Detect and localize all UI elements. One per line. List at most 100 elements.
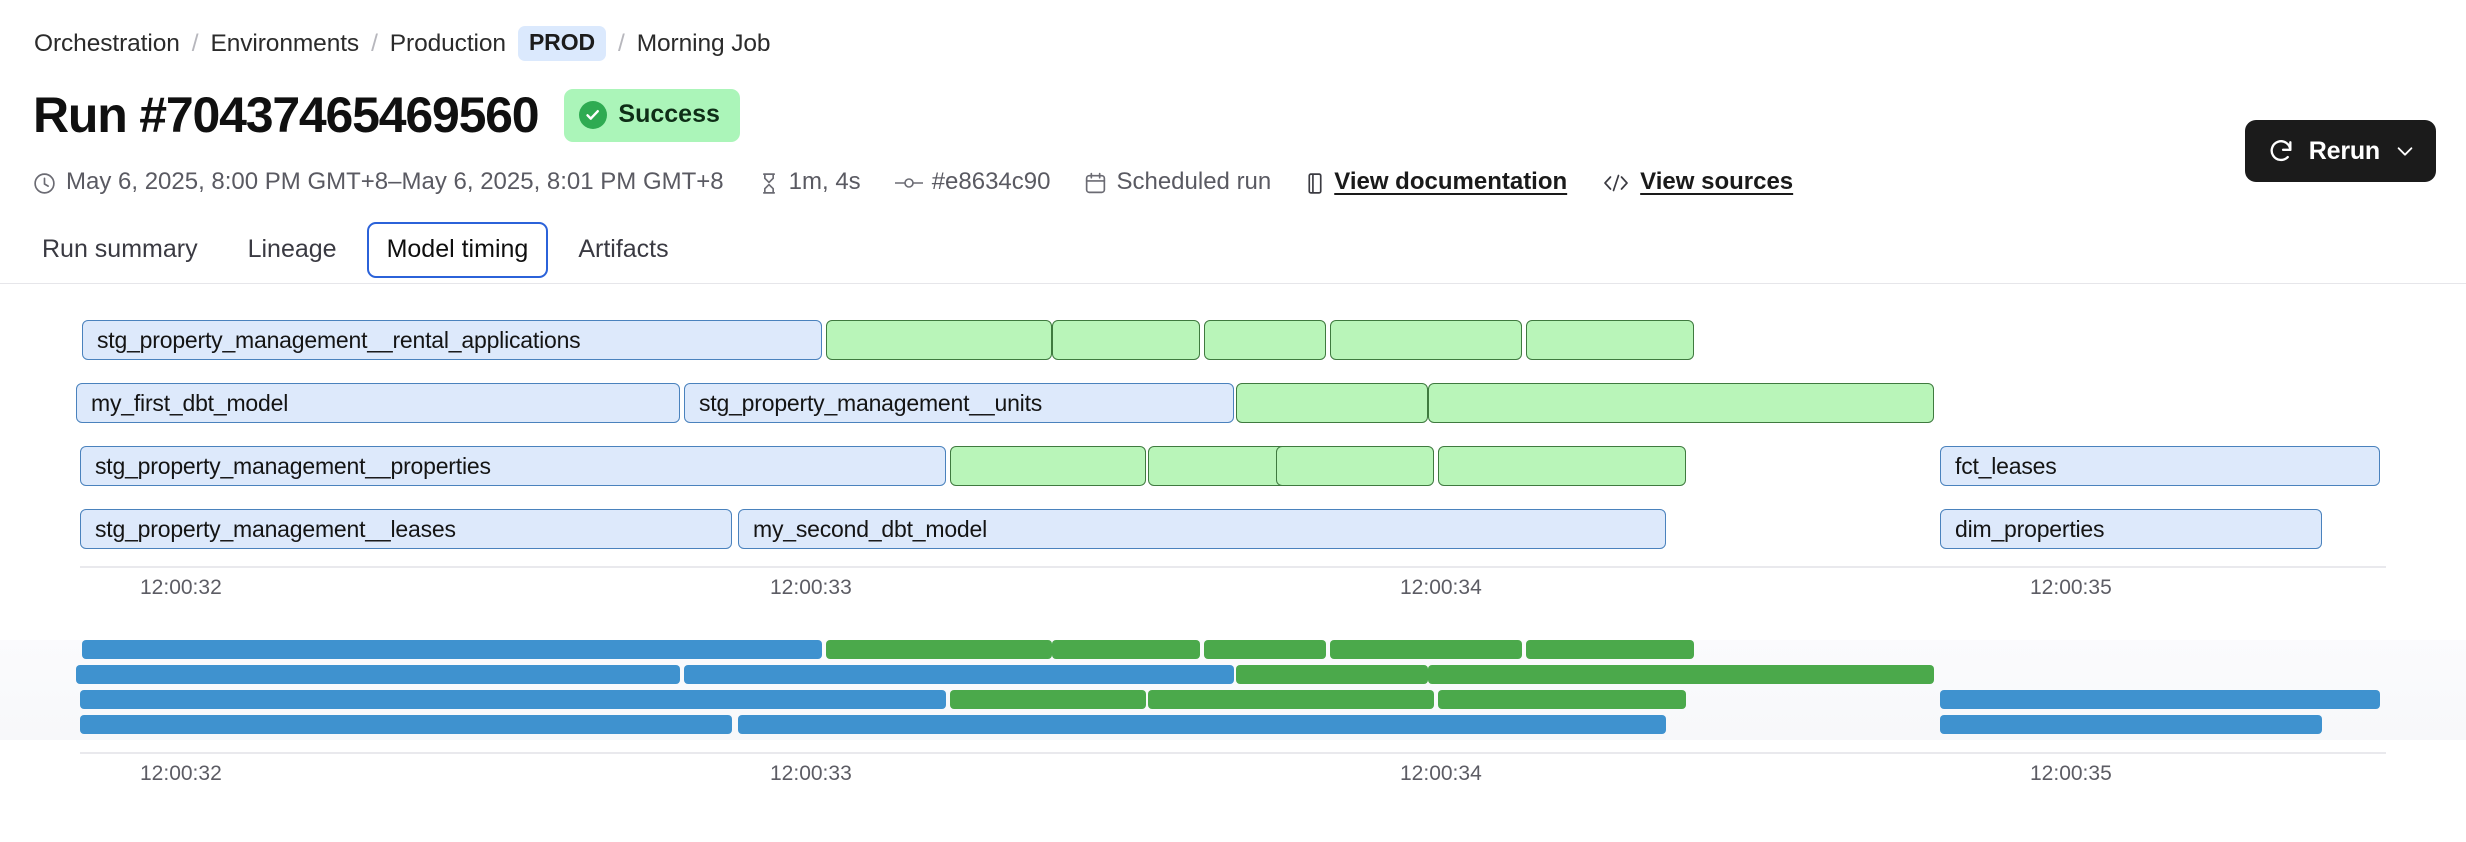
header-divider [0, 283, 2466, 284]
minimap-bar-model[interactable] [80, 715, 732, 734]
gantt-bar-test[interactable] [1526, 320, 1694, 360]
meta-sources[interactable]: View sources [1601, 170, 1793, 196]
gantt-bar-label: stg_property_management__leases [95, 515, 456, 542]
breadcrumb-item-production[interactable]: Production [389, 29, 506, 57]
minimap-bar-model[interactable] [1940, 715, 2322, 734]
tab-lineage[interactable]: Lineage [247, 235, 337, 263]
git-commit-icon [894, 172, 923, 194]
minimap-bar-test[interactable] [1276, 690, 1434, 709]
minimap-bar-test[interactable] [950, 690, 1146, 709]
rerun-label: Rerun [2308, 136, 2380, 165]
minimap-bar-model[interactable] [82, 640, 822, 659]
meta-documentation[interactable]: View documentation [1305, 170, 1567, 196]
model-timing-minimap[interactable] [0, 640, 2466, 740]
minimap-row [0, 690, 2466, 711]
gantt-bar-test[interactable] [1236, 383, 1428, 423]
minimap-bar-test[interactable] [1428, 665, 1934, 684]
axis-tick-label: 12:00:34 [1400, 576, 1482, 599]
gantt-bar-test[interactable] [826, 320, 1052, 360]
axis-line [80, 752, 2386, 754]
meta-timerange-text: May 6, 2025, 8:00 PM GMT+8–May 6, 2025, … [66, 168, 724, 195]
status-badge: Success [564, 88, 740, 142]
tab-bar: Run summary Lineage Model timing Artifac… [22, 222, 699, 278]
gantt-bar-model[interactable]: stg_property_management__leases [80, 509, 732, 549]
gantt-row: stg_property_management__rental_applicat… [0, 320, 2466, 363]
gantt-bar-model[interactable]: fct_leases [1940, 446, 2380, 486]
axis-line [80, 566, 2386, 568]
clock-icon [32, 171, 57, 196]
gantt-bar-test[interactable] [1428, 383, 1934, 423]
gantt-row: stg_property_management__properties fct_l… [0, 446, 2466, 489]
axis-tick-label: 12:00:33 [770, 576, 852, 599]
minimap-bar-test[interactable] [1236, 665, 1428, 684]
minimap-bar-model[interactable] [76, 665, 680, 684]
page-title: Run #70437465469560 [33, 87, 540, 143]
gantt-bar-model[interactable]: stg_property_management__rental_applicat… [82, 320, 822, 360]
axis-tick-label: 12:00:35 [2030, 576, 2112, 599]
rerun-button[interactable]: Rerun [2244, 120, 2436, 182]
hourglass-icon [758, 171, 780, 196]
gantt-bar-model[interactable]: stg_property_management__units [684, 383, 1234, 423]
minimap-bar-test[interactable] [826, 640, 1052, 659]
breadcrumb-separator: / [191, 29, 199, 57]
page-title-row: Run #70437465469560 Success [33, 86, 740, 144]
minimap-bar-model[interactable] [80, 690, 946, 709]
axis-tick-label: 12:00:32 [140, 762, 222, 785]
meta-commit: #e8634c90 [894, 168, 1051, 196]
minimap-bar-test[interactable] [1526, 640, 1694, 659]
meta-commit-text: #e8634c90 [931, 168, 1051, 195]
gantt-bar-test[interactable] [1330, 320, 1522, 360]
chevron-down-icon[interactable] [2394, 140, 2416, 162]
breadcrumb: Orchestration / Environments / Productio… [34, 26, 771, 61]
minimap-bar-model[interactable] [684, 665, 1234, 684]
gantt-row: stg_property_management__leases my_second… [0, 509, 2466, 552]
calendar-icon [1084, 171, 1107, 196]
minimap-row [0, 640, 2466, 661]
gantt-bar-test[interactable] [1204, 320, 1326, 360]
tab-run-summary[interactable]: Run summary [42, 235, 198, 263]
axis-tick-label: 12:00:33 [770, 762, 852, 785]
gantt-time-axis: 12:00:32 12:00:33 12:00:34 12:00:35 [0, 566, 2466, 599]
minimap-bar-test[interactable] [1052, 640, 1200, 659]
axis-tick-label: 12:00:32 [140, 576, 222, 599]
view-sources-link[interactable]: View sources [1640, 168, 1794, 195]
gantt-bar-model[interactable]: dim_properties [1940, 509, 2322, 549]
gantt-row: my_first_dbt_model stg_property_managemen… [0, 383, 2466, 426]
gantt-bar-label: stg_property_management__units [699, 389, 1043, 416]
gantt-bar-test[interactable] [1438, 446, 1686, 486]
check-circle-icon [579, 100, 608, 129]
minimap-bar-test[interactable] [1330, 640, 1522, 659]
gantt-bar-label: stg_property_management__rental_applicat… [97, 326, 581, 353]
gantt-bar-test[interactable] [1276, 446, 1434, 486]
view-documentation-link[interactable]: View documentation [1334, 168, 1568, 195]
minimap-bar-test[interactable] [1204, 640, 1326, 659]
minimap-bar-test[interactable] [1438, 690, 1686, 709]
breadcrumb-item-current[interactable]: Morning Job [636, 29, 771, 57]
gantt-bar-label: my_first_dbt_model [91, 389, 289, 416]
gantt-bar-test[interactable] [950, 446, 1146, 486]
breadcrumb-separator: / [371, 29, 378, 57]
gantt-bar-label: fct_leases [1955, 452, 2057, 479]
gantt-bar-label: dim_properties [1955, 515, 2105, 542]
tab-artifacts[interactable]: Artifacts [578, 235, 669, 263]
minimap-row [0, 715, 2466, 736]
axis-tick-label: 12:00:34 [1400, 762, 1482, 785]
breadcrumb-item-environments[interactable]: Environments [210, 29, 360, 57]
tab-model-timing[interactable]: Model timing [366, 222, 549, 278]
book-icon [1305, 171, 1325, 196]
model-timing-gantt: stg_property_management__rental_applicat… [0, 320, 2466, 572]
minimap-bar-model[interactable] [1940, 690, 2380, 709]
run-meta: May 6, 2025, 8:00 PM GMT+8–May 6, 2025, … [32, 170, 1793, 196]
gantt-bar-model[interactable]: my_first_dbt_model [76, 383, 680, 423]
gantt-bar-model[interactable]: stg_property_management__properties [80, 446, 946, 486]
meta-timerange: May 6, 2025, 8:00 PM GMT+8–May 6, 2025, … [32, 170, 724, 196]
breadcrumb-env-badge: PROD [517, 26, 606, 61]
minimap-bar-model[interactable] [738, 715, 1666, 734]
gantt-bar-model[interactable]: my_second_dbt_model [738, 509, 1666, 549]
breadcrumb-item-orchestration[interactable]: Orchestration [34, 29, 180, 57]
gantt-bar-test[interactable] [1148, 446, 1292, 486]
minimap-bar-test[interactable] [1148, 690, 1292, 709]
breadcrumb-separator: / [618, 29, 625, 57]
gantt-bar-test[interactable] [1052, 320, 1200, 360]
